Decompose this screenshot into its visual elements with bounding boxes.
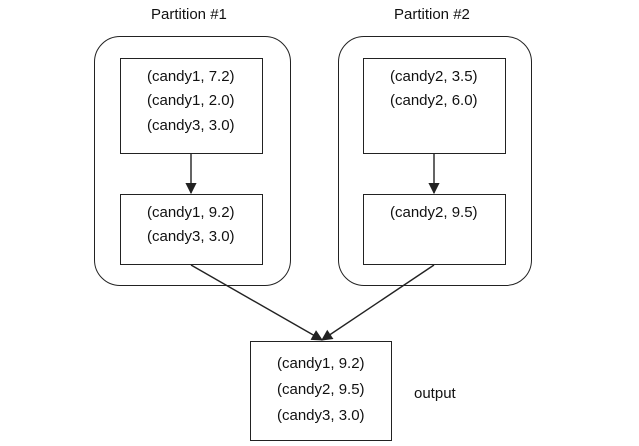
partition-2-reduced-line-1: (candy2, 9.5) [390, 204, 478, 221]
output-line-3: (candy3, 3.0) [277, 407, 365, 424]
output-line-2: (candy2, 9.5) [277, 381, 365, 398]
partition-1-title: Partition #1 [151, 6, 227, 23]
partition-2-reduced-box: (candy2, 9.5) [363, 194, 506, 265]
partition-1-input-box: (candy1, 7.2) (candy1, 2.0) (candy3, 3.0… [120, 58, 263, 154]
partition-1-input-line-3: (candy3, 3.0) [147, 117, 235, 134]
partition-1-reduced-line-2: (candy3, 3.0) [147, 228, 235, 245]
partition-1-reduced-box: (candy1, 9.2) (candy3, 3.0) [120, 194, 263, 265]
partition-2-input-line-2: (candy2, 6.0) [390, 92, 478, 109]
partition-2-container [338, 36, 532, 286]
output-box: (candy1, 9.2) (candy2, 9.5) (candy3, 3.0… [250, 341, 392, 441]
partition-1-input-line-2: (candy1, 2.0) [147, 92, 235, 109]
partition-1-reduced-line-1: (candy1, 9.2) [147, 204, 235, 221]
partition-2-input-line-1: (candy2, 3.5) [390, 68, 478, 85]
partition-2-title: Partition #2 [394, 6, 470, 23]
partition-2-input-box: (candy2, 3.5) (candy2, 6.0) [363, 58, 506, 154]
partition-1-input-line-1: (candy1, 7.2) [147, 68, 235, 85]
output-label: output [414, 385, 456, 402]
output-line-1: (candy1, 9.2) [277, 355, 365, 372]
